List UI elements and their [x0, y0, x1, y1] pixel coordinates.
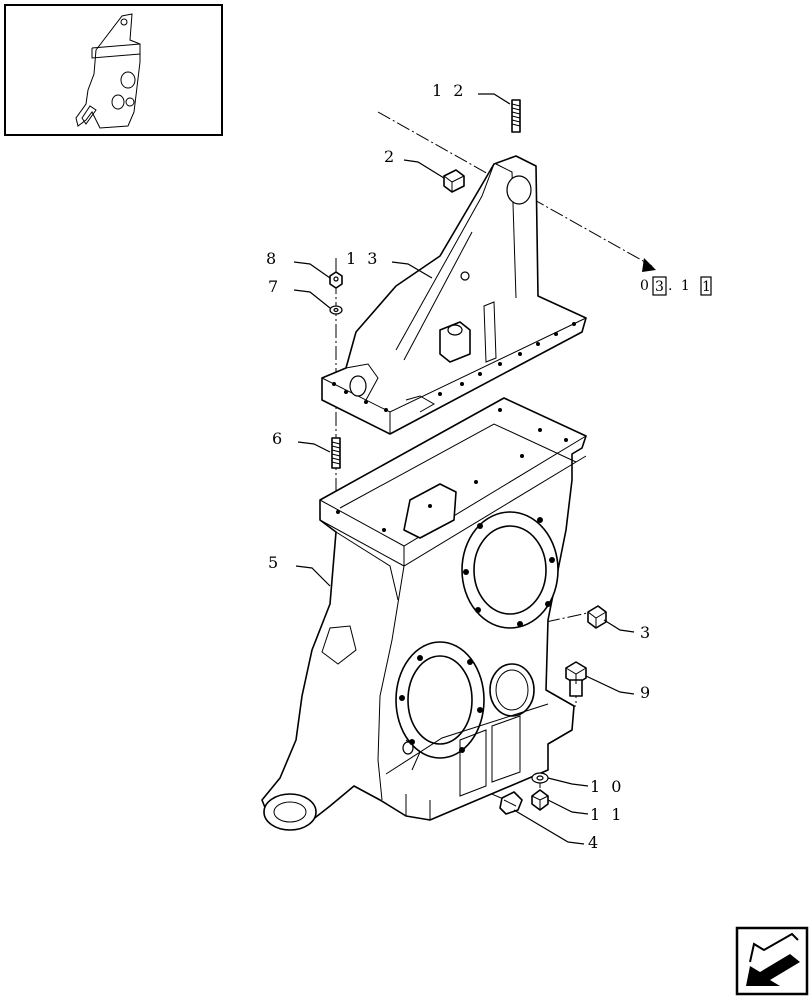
washer-part-7[interactable]: [329, 305, 343, 315]
reference-prefix: 0: [640, 278, 651, 294]
axis-line-plug: [545, 611, 593, 623]
housing-bolt-holes: [336, 408, 568, 753]
leader-line-7: [293, 289, 331, 309]
label-part-5: 5: [268, 553, 281, 572]
leader-line-2: [403, 159, 445, 179]
label-part-11: 1 1: [590, 805, 624, 824]
reference-box-2: [700, 276, 712, 296]
leader-line-11: [547, 799, 589, 815]
leader-line-13: [391, 261, 433, 279]
label-part-7: 7: [268, 277, 281, 296]
reference-box-1: [652, 276, 667, 296]
stud-part-6[interactable]: [331, 437, 341, 469]
reference-boxed-2: 1: [702, 279, 713, 295]
reference-middle: . 1: [668, 278, 692, 294]
label-part-10: 1 0: [590, 777, 624, 796]
thumbnail-frame[interactable]: [4, 4, 223, 136]
housing-part-5[interactable]: [261, 397, 587, 831]
bolt-part-2[interactable]: [443, 169, 465, 193]
leader-line-12: [478, 93, 511, 105]
label-part-13: 1 3: [346, 249, 380, 268]
stud-part-12[interactable]: [511, 99, 521, 133]
washer-part-10[interactable]: [531, 772, 549, 784]
label-part-12: 1 2: [432, 81, 466, 100]
reference-code[interactable]: 0 3 . 1 1: [640, 276, 713, 296]
drain-plug-part-4[interactable]: [499, 791, 523, 815]
bolt-part-9[interactable]: [565, 661, 587, 697]
next-page-arrow-icon[interactable]: [735, 926, 809, 996]
cover-part-13[interactable]: [321, 155, 587, 435]
assembly-thumbnail-icon: [75, 13, 141, 129]
reference-boxed-1: 3: [655, 279, 666, 295]
label-part-8: 8: [266, 249, 279, 268]
leader-line-3: [603, 619, 635, 633]
nut-part-11[interactable]: [531, 789, 549, 811]
label-part-6: 6: [272, 429, 285, 448]
label-part-9: 9: [640, 683, 653, 702]
label-part-4: 4: [588, 833, 601, 852]
label-part-2: 2: [384, 147, 397, 166]
label-part-3: 3: [640, 623, 653, 642]
nut-part-8[interactable]: [329, 271, 343, 289]
leader-line-6: [297, 441, 331, 453]
reference-arrow: [642, 258, 656, 272]
leader-line-10: [547, 777, 589, 787]
leader-line-5: [295, 565, 331, 587]
leader-line-4: [513, 809, 585, 845]
leader-line-9: [585, 675, 635, 695]
cover-flange-holes: [332, 322, 576, 412]
plug-part-3[interactable]: [587, 605, 607, 629]
leader-line-8: [293, 261, 331, 279]
